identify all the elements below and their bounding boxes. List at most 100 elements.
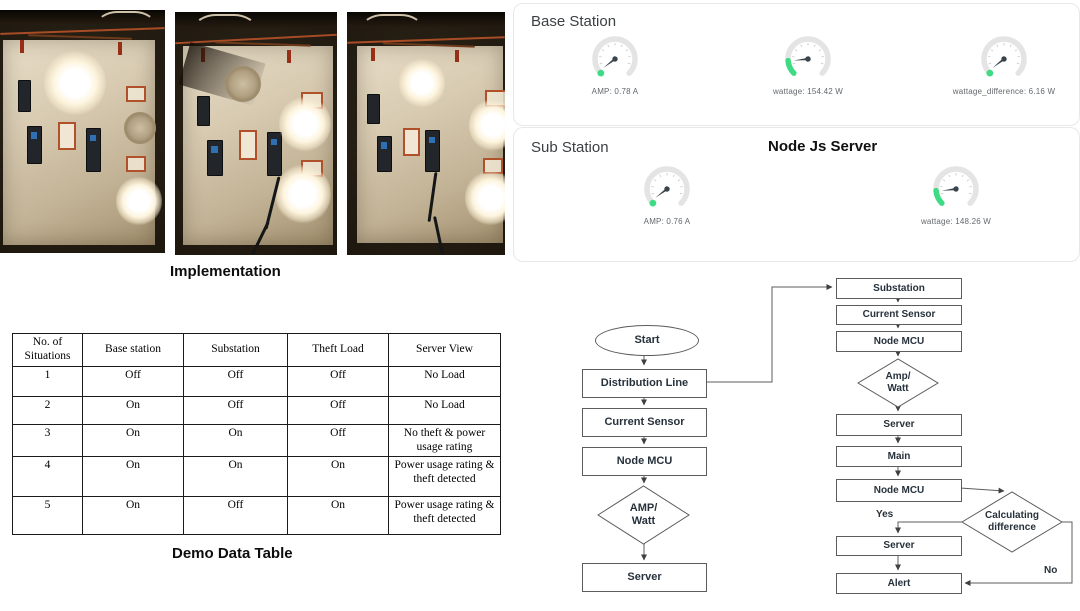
switch bbox=[403, 128, 420, 156]
flow-node-mcu: Node MCU bbox=[582, 447, 707, 476]
gauge-dial bbox=[583, 31, 647, 77]
chip bbox=[31, 132, 37, 139]
wire-stub bbox=[20, 40, 24, 53]
lamp-on bbox=[44, 50, 106, 116]
nodemcu-board bbox=[27, 126, 42, 164]
socket bbox=[126, 86, 146, 102]
col-header: Base station bbox=[82, 333, 184, 367]
col-header: Substation bbox=[183, 333, 288, 367]
hanging-wire bbox=[96, 11, 156, 41]
flowchart-connectors bbox=[597, 284, 1073, 586]
lamp-on bbox=[399, 58, 445, 108]
cell: Power usage rating & theft detected bbox=[388, 456, 501, 498]
gauge-wattage-base: wattage: 154.42 W bbox=[733, 31, 883, 96]
switch bbox=[58, 122, 76, 150]
lamp-on bbox=[116, 176, 162, 226]
cell: Off bbox=[287, 396, 389, 425]
node-js-server-title: Node Js Server bbox=[768, 138, 878, 155]
lamp-off bbox=[225, 66, 261, 102]
implementation-photo-1 bbox=[0, 10, 165, 253]
switch bbox=[239, 130, 257, 160]
table-row: 4 On On On Power usage rating & theft de… bbox=[12, 456, 501, 498]
flow-main: Main bbox=[836, 446, 962, 467]
cell: On bbox=[82, 396, 184, 425]
gauge-wattage-server: wattage: 148.26 W bbox=[881, 161, 1031, 226]
gauge-amp-base: AMP: 0.78 A bbox=[540, 31, 690, 96]
yes-branch-label: Yes bbox=[876, 509, 894, 520]
gauge-dial bbox=[776, 31, 840, 81]
flow-distribution-line: Distribution Line bbox=[582, 369, 707, 398]
flow-current-sensor-2: Current Sensor bbox=[836, 305, 962, 325]
chip bbox=[429, 137, 435, 143]
cell: 3 bbox=[12, 423, 83, 458]
nodemcu-board bbox=[377, 136, 392, 172]
flow-current-sensor: Current Sensor bbox=[582, 408, 707, 437]
lamp-on bbox=[469, 98, 505, 152]
col-header: Theft Load bbox=[287, 333, 389, 367]
cell: Off bbox=[82, 366, 184, 397]
wire-stub bbox=[118, 42, 122, 55]
cell: 2 bbox=[12, 396, 83, 425]
cell: Power usage rating & theft detected bbox=[388, 496, 501, 536]
base-station-card: Base Station AMP: 0.78 A wattage: 154.42… bbox=[513, 3, 1080, 126]
gauge-dial bbox=[924, 161, 988, 211]
lamp-off bbox=[124, 112, 156, 144]
cell: On bbox=[82, 456, 184, 498]
sensor-module bbox=[367, 94, 380, 124]
table-row: 1 Off Off Off No Load bbox=[12, 366, 501, 397]
cell: 1 bbox=[12, 366, 83, 397]
cell: No Load bbox=[388, 396, 501, 425]
cell: Off bbox=[287, 366, 389, 397]
flow-server: Server bbox=[582, 563, 707, 592]
chip bbox=[271, 139, 277, 145]
gauge-amp-sub: AMP: 0.76 A bbox=[592, 161, 742, 226]
cell: On bbox=[287, 496, 389, 536]
chip bbox=[211, 146, 218, 153]
table-row: 5 On Off On Power usage rating & theft d… bbox=[12, 496, 501, 536]
flowchart-area: Start Distribution Line Current Sensor N… bbox=[510, 258, 1080, 611]
lamp-on bbox=[275, 164, 331, 224]
cell: On bbox=[82, 496, 184, 536]
gauge-label: wattage: 154.42 W bbox=[772, 87, 844, 96]
lamp-on bbox=[465, 170, 505, 226]
implementation-photo-3 bbox=[347, 12, 505, 255]
hanging-wire bbox=[193, 14, 257, 46]
cell: Off bbox=[183, 366, 288, 397]
demo-data-table: No. of Situations Base station Substatio… bbox=[12, 333, 501, 536]
decision-diamond bbox=[857, 358, 939, 408]
flow-substation: Substation bbox=[836, 278, 962, 299]
flow-calculating-difference-decision: Calculating difference bbox=[985, 510, 1039, 533]
cell: Off bbox=[183, 496, 288, 536]
flow-start: Start bbox=[595, 325, 699, 356]
sub-station-title: Sub Station bbox=[531, 139, 609, 156]
lamp-on bbox=[279, 96, 331, 152]
controller-board bbox=[86, 128, 101, 172]
sensor-module bbox=[18, 80, 31, 112]
demo-table-caption: Demo Data Table bbox=[172, 545, 293, 562]
wire-stub bbox=[287, 50, 291, 63]
table-row: 2 On Off Off No Load bbox=[12, 396, 501, 425]
cell: 4 bbox=[12, 456, 83, 498]
flow-server-3: Server bbox=[836, 536, 962, 556]
chip bbox=[90, 135, 96, 141]
cell: On bbox=[82, 423, 184, 458]
sub-station-card: Sub Station Node Js Server AMP: 0.76 A w… bbox=[513, 127, 1080, 262]
decision-diamond bbox=[597, 485, 690, 545]
controller-board bbox=[425, 130, 440, 172]
cell: No theft & power usage rating bbox=[388, 423, 501, 458]
gauge-label: AMP: 0.78 A bbox=[591, 87, 639, 96]
wire-stub bbox=[371, 48, 375, 61]
cell: 5 bbox=[12, 496, 83, 536]
gauge-label: wattage_difference: 6.16 W bbox=[952, 87, 1056, 96]
sensor-module bbox=[197, 96, 210, 126]
flow-amp-watt-decision: AMP/ Watt bbox=[629, 501, 658, 527]
nodemcu-board bbox=[207, 140, 223, 176]
implementation-photo-2 bbox=[175, 12, 337, 255]
flow-node-mcu-2: Node MCU bbox=[836, 331, 962, 352]
gauge-dial bbox=[635, 161, 699, 207]
cell: On bbox=[287, 456, 389, 498]
decision-diamond bbox=[961, 491, 1063, 553]
col-header: No. of Situations bbox=[12, 333, 83, 367]
no-branch-label: No bbox=[1044, 565, 1058, 576]
